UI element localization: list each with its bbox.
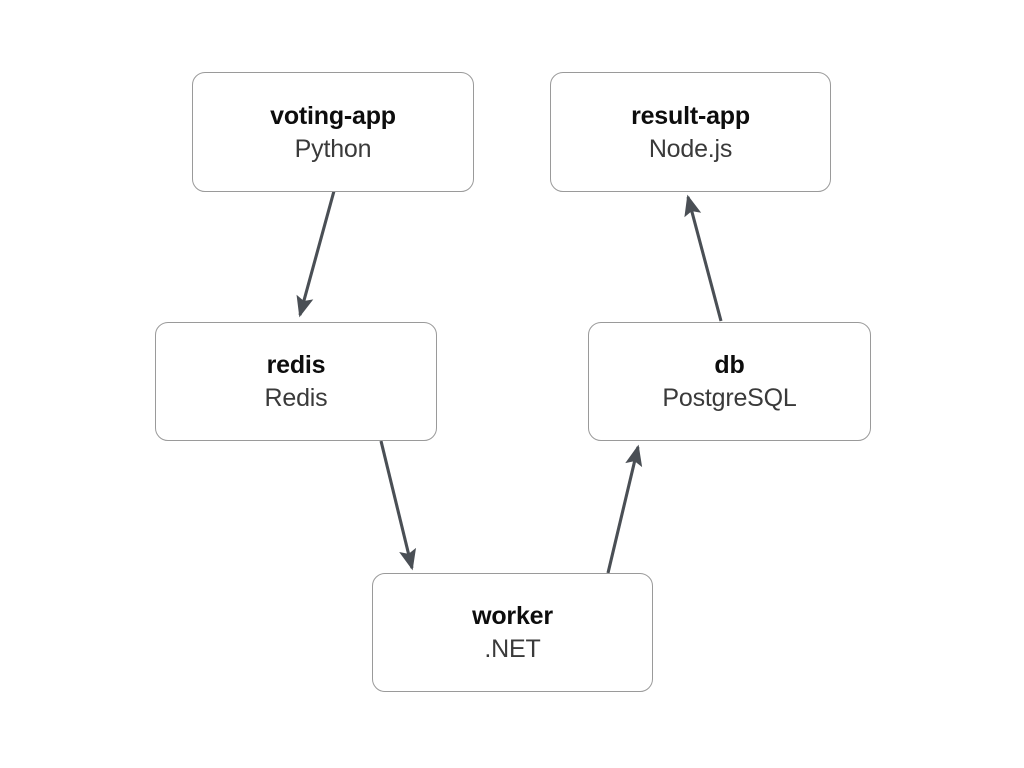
edge-redis-to-worker xyxy=(379,440,417,571)
node-subtitle: PostgreSQL xyxy=(662,384,797,412)
node-voting-app[interactable]: voting-app Python xyxy=(192,72,474,192)
node-title: result-app xyxy=(631,101,750,130)
node-title: worker xyxy=(472,602,553,630)
node-db[interactable]: db PostgreSQL xyxy=(588,322,871,441)
node-title: db xyxy=(714,351,745,379)
node-subtitle: .NET xyxy=(484,635,541,663)
node-worker[interactable]: worker .NET xyxy=(372,573,653,692)
node-subtitle: Redis xyxy=(264,384,328,412)
node-redis[interactable]: redis Redis xyxy=(155,322,437,441)
edge-worker-to-db xyxy=(606,444,643,574)
edge-voting-app-to-redis xyxy=(296,190,336,318)
node-title: voting-app xyxy=(270,101,396,130)
node-result-app[interactable]: result-app Node.js xyxy=(550,72,831,192)
node-title: redis xyxy=(266,351,326,379)
node-subtitle: Python xyxy=(294,134,372,163)
node-subtitle: Node.js xyxy=(648,134,733,163)
edge-db-to-result-app xyxy=(684,194,723,322)
